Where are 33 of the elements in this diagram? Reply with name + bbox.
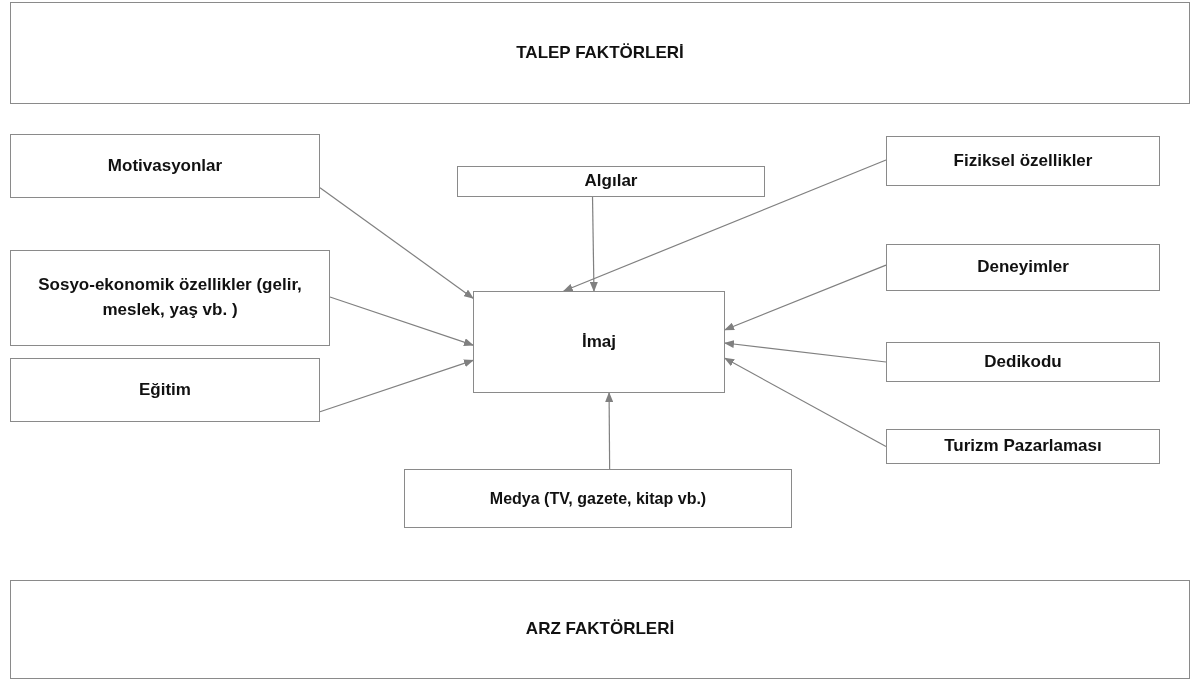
arrow bbox=[319, 187, 474, 299]
node-label: Medya (TV, gazete, kitap vb.) bbox=[489, 488, 707, 509]
text-box bbox=[886, 342, 1160, 382]
text-box bbox=[457, 166, 765, 197]
node-label: Motivasyonlar bbox=[107, 154, 223, 177]
node-label: Turizm Pazarlaması bbox=[944, 435, 1102, 458]
header-band bbox=[10, 580, 1190, 679]
text-box bbox=[886, 136, 1160, 186]
text-box bbox=[886, 429, 1160, 464]
node-label: Eğitim bbox=[139, 378, 191, 401]
node-label: Deneyimler bbox=[977, 256, 1069, 279]
node-label: Fiziksel özellikler bbox=[953, 149, 1093, 172]
arrow bbox=[724, 357, 887, 448]
node-label: ARZ FAKTÖRLERİ bbox=[525, 618, 675, 641]
text-box bbox=[404, 469, 792, 528]
text-box bbox=[10, 358, 320, 422]
text-box bbox=[473, 291, 725, 393]
node-label: İmaj bbox=[582, 330, 616, 353]
arrow bbox=[589, 196, 598, 292]
header-band bbox=[10, 2, 1190, 104]
text-box bbox=[10, 250, 330, 346]
arrow bbox=[562, 159, 887, 292]
node-label: Sosyo-ekonomik özellikler (gelir, meslek, yaş vb. ) bbox=[37, 274, 303, 321]
node-label: TALEP FAKTÖRLERİ bbox=[516, 41, 684, 64]
node-label: Dedikodu bbox=[984, 350, 1062, 373]
arrow bbox=[329, 296, 474, 346]
text-box bbox=[10, 134, 320, 198]
arrow bbox=[605, 392, 614, 470]
arrow bbox=[319, 359, 474, 413]
arrow bbox=[724, 264, 887, 331]
arrow bbox=[724, 340, 887, 363]
text-box bbox=[886, 244, 1160, 291]
node-label: Algılar bbox=[584, 170, 638, 193]
